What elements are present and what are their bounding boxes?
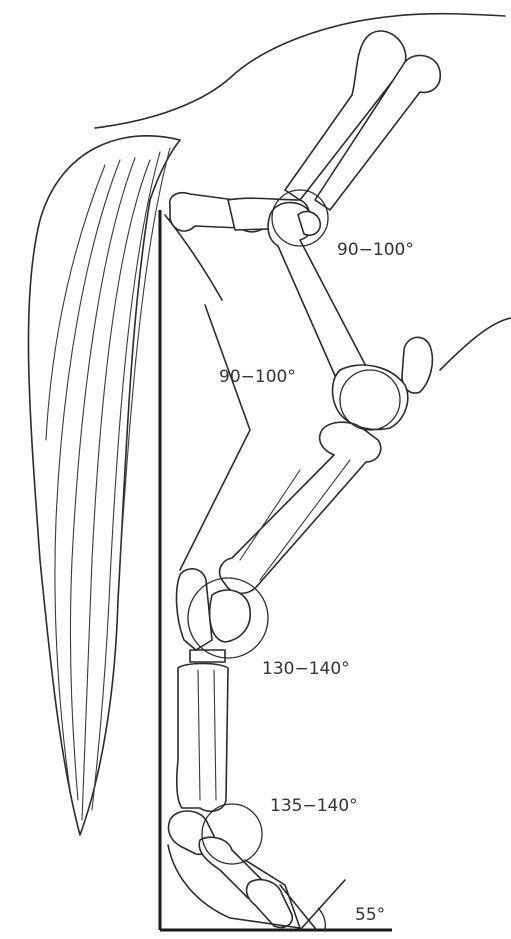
cannon-bone: [177, 664, 228, 812]
pelvis-bone: [170, 31, 440, 232]
tibia-bone: [220, 422, 381, 593]
hoof-angle-line: [300, 880, 345, 930]
tail: [28, 136, 180, 835]
gaskin-outline: [180, 305, 250, 570]
belly-outline: [440, 318, 511, 370]
hip-angle-label: 90−100°: [337, 240, 414, 260]
stifle-angle-label: 90−100°: [219, 367, 296, 387]
hoof-angle-arc: [318, 908, 325, 930]
hoof-angle-label: 55°: [355, 905, 385, 925]
fetlock-angle-label: 135−140°: [270, 796, 358, 816]
hock-angle-label: 130−140°: [262, 659, 350, 679]
pastern-bones: [168, 811, 292, 927]
rump-outline: [95, 14, 505, 128]
